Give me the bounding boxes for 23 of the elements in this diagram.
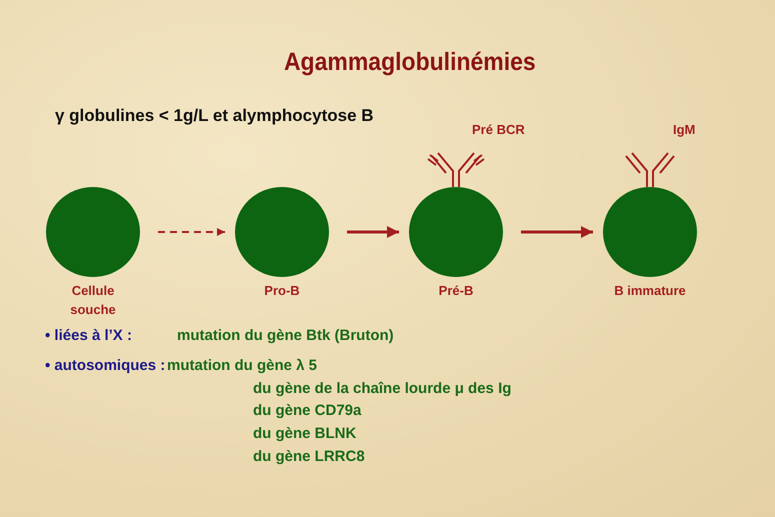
cell-label: Cellule souche — [69, 282, 117, 319]
category-label: • autosomiques : — [45, 357, 166, 374]
gene-text: du gène CD79a — [253, 402, 362, 419]
cell-circle — [603, 187, 697, 277]
receptor-label: Pré BCR — [472, 122, 525, 137]
category-label: • liées à l’X : — [45, 327, 132, 344]
gene-text: mutation du gène λ 5 — [167, 357, 318, 374]
arrow — [347, 226, 399, 238]
arrow — [158, 228, 225, 236]
title: Agammaglobulinémies — [284, 48, 536, 77]
cell-label: Pré-B — [438, 282, 474, 300]
cell-circle — [409, 187, 503, 277]
receptor-label: IgM — [673, 122, 696, 137]
gene-text: du gène de la chaîne lourde μ des Ig — [253, 380, 512, 397]
cell-circle — [235, 187, 329, 277]
cell-label: Pro-B — [263, 282, 301, 300]
cell-label: B immature — [613, 282, 687, 300]
cell-circle — [46, 187, 140, 277]
gene-text: du gène BLNK — [253, 425, 356, 442]
subtitle: γ globulines < 1g/L et alymphocytose B — [55, 106, 374, 126]
gene-text: mutation du gène Btk (Bruton) — [177, 327, 394, 344]
gene-text: du gène LRRC8 — [253, 448, 365, 465]
arrow — [521, 226, 593, 238]
